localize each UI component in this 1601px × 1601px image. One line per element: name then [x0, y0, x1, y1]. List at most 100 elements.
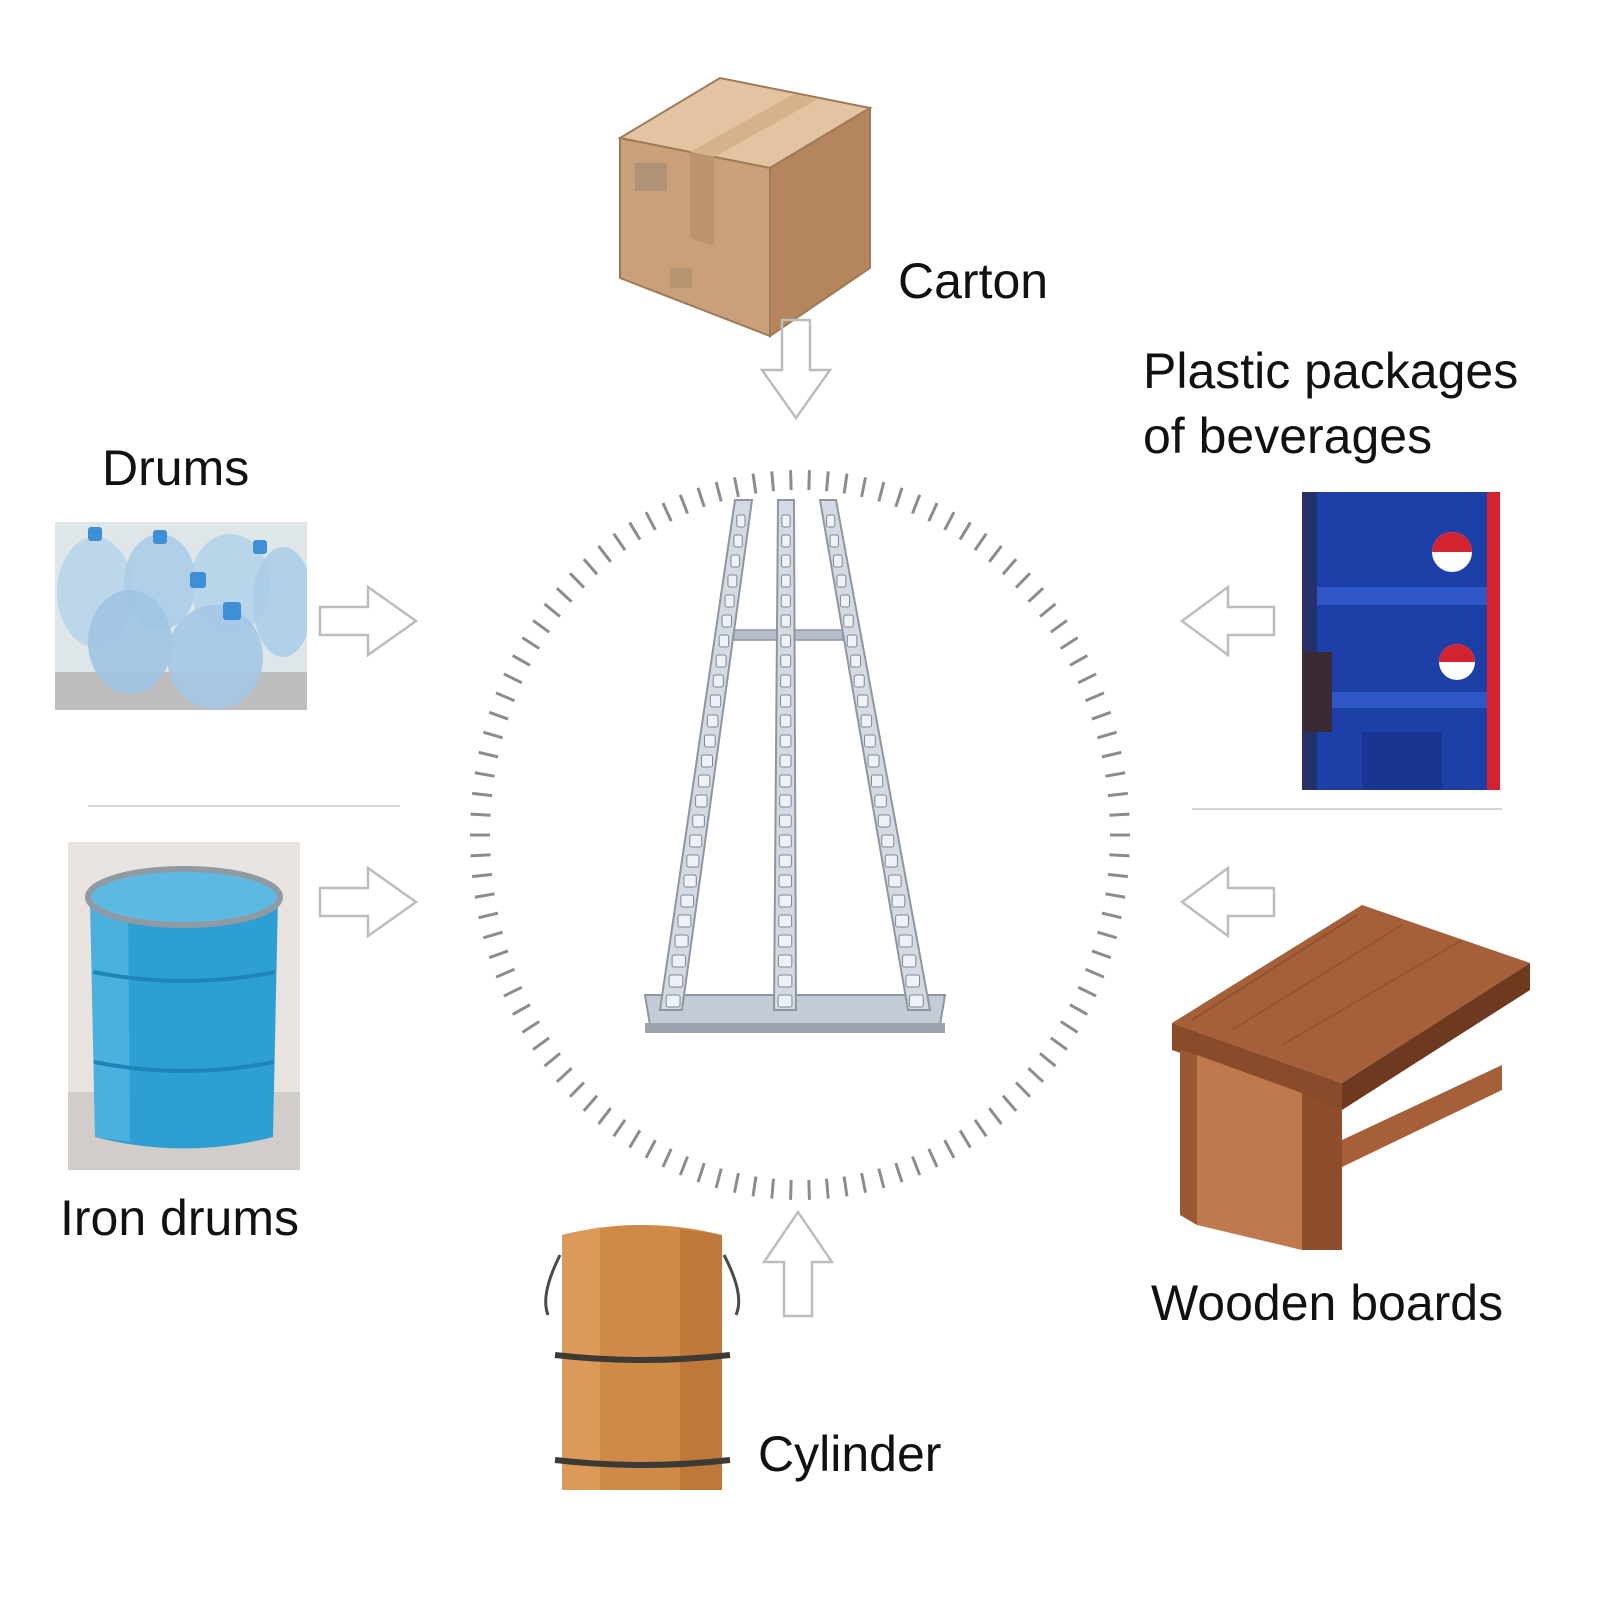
ring-tick: [696, 487, 706, 508]
ring-tick: [495, 691, 516, 703]
ring-tick: [770, 1178, 775, 1199]
ring-tick: [478, 911, 499, 920]
conveyor-roller: [680, 894, 695, 908]
iron-drum-icon: [68, 842, 300, 1170]
ring-tick: [1077, 672, 1097, 685]
conveyor-roller: [836, 574, 847, 588]
ring-tick: [661, 1148, 673, 1168]
conveyor-roller: [908, 994, 924, 1008]
conveyor-roller: [698, 774, 711, 788]
ring-tick: [644, 511, 657, 531]
conveyor-roller: [881, 834, 895, 848]
ring-tick: [582, 1094, 599, 1112]
ring-tick: [511, 1003, 531, 1016]
conveyor-roller: [874, 794, 887, 808]
ring-tick: [911, 1155, 922, 1176]
drums-label: Drums: [102, 440, 250, 496]
ring-tick: [943, 511, 956, 531]
ring-tick: [1107, 791, 1129, 798]
carton-box-icon: [610, 68, 880, 338]
ring-tick: [1049, 619, 1068, 634]
ring-tick: [958, 521, 972, 541]
conveyor-roller: [778, 834, 792, 848]
conveyor-roller: [850, 654, 862, 668]
ring-tick: [1039, 602, 1057, 618]
conveyor-roller: [733, 534, 743, 548]
arrow-right-icon: [318, 866, 418, 938]
ring-tick: [568, 1081, 586, 1098]
conveyor-roller: [695, 794, 708, 808]
conveyor-roller: [709, 694, 722, 708]
beverages-label-line1: Plastic packages: [1143, 343, 1519, 399]
ring-tick: [751, 473, 758, 494]
ring-tick: [470, 812, 491, 817]
ring-tick: [521, 636, 541, 650]
wooden-boards-label: Wooden boards: [1151, 1275, 1504, 1331]
ring-tick: [474, 771, 495, 778]
ring-tick: [1107, 872, 1129, 879]
conveyor-roller: [715, 654, 727, 668]
conveyor-roller: [730, 554, 741, 568]
conveyor-roller: [724, 594, 735, 608]
conveyor-roller: [777, 994, 793, 1008]
conveyor-roller: [779, 694, 792, 708]
conveyor-roller: [779, 814, 792, 828]
ring-tick: [825, 1178, 830, 1199]
ring-tick: [495, 967, 516, 979]
conveyor-roller: [777, 974, 793, 988]
ring-tick: [1069, 654, 1089, 667]
ring-tick: [644, 1139, 657, 1159]
ring-tick: [482, 730, 503, 740]
conveyor-roller: [843, 614, 854, 628]
ring-tick: [825, 471, 830, 492]
ring-tick: [1105, 771, 1126, 778]
conveyor-roller: [668, 974, 684, 988]
roller-conveyor-icon: [640, 495, 950, 1055]
dashed-ring: [455, 450, 1145, 1220]
conveyor-roller: [780, 614, 791, 628]
conveyor-roller: [888, 874, 902, 888]
conveyor-roller: [779, 774, 792, 788]
conveyor-roller: [779, 754, 792, 768]
ring-tick: [894, 487, 904, 508]
conveyor-roller: [683, 874, 697, 888]
ring-tick: [1084, 691, 1105, 703]
ring-tick: [1109, 812, 1130, 817]
ring-tick: [807, 470, 811, 491]
iron-drums-label: Iron drums: [60, 1190, 299, 1246]
arrow-right-icon: [318, 585, 418, 657]
conveyor-roller: [703, 734, 716, 748]
conveyor-roller: [832, 554, 843, 568]
ring-tick: [1059, 636, 1079, 650]
ring-tick: [555, 1067, 573, 1083]
ring-tick: [482, 930, 503, 940]
conveyor-roller: [902, 954, 917, 968]
ring-tick: [958, 1129, 972, 1149]
conveyor-roller: [826, 514, 836, 528]
conveyor-roller: [665, 994, 681, 1008]
ring-tick: [1101, 750, 1122, 759]
ring-tick: [877, 1168, 886, 1189]
conveyor-roller: [701, 754, 713, 768]
conveyor-roller: [884, 854, 898, 868]
ring-tick: [911, 494, 922, 515]
ring-tick: [894, 1162, 904, 1183]
ring-tick: [1059, 1020, 1079, 1034]
arrow-down-icon: [760, 318, 832, 420]
conveyor-roller: [829, 534, 839, 548]
conveyor-roller: [779, 714, 792, 728]
ring-tick: [751, 1176, 758, 1197]
conveyor-roller: [846, 634, 858, 648]
conveyor-roller: [780, 594, 791, 608]
arrow-left-icon: [1180, 585, 1276, 657]
conveyor-roller: [706, 714, 719, 728]
ring-tick: [973, 1118, 988, 1138]
conveyor-roller: [781, 554, 791, 568]
ring-tick: [714, 1168, 723, 1189]
ring-tick: [612, 532, 627, 552]
conveyor-roller: [780, 634, 792, 648]
ring-tick: [612, 1118, 627, 1138]
conveyor-roller: [864, 734, 876, 748]
ring-tick: [543, 1052, 561, 1068]
conveyor-roller: [860, 714, 873, 728]
